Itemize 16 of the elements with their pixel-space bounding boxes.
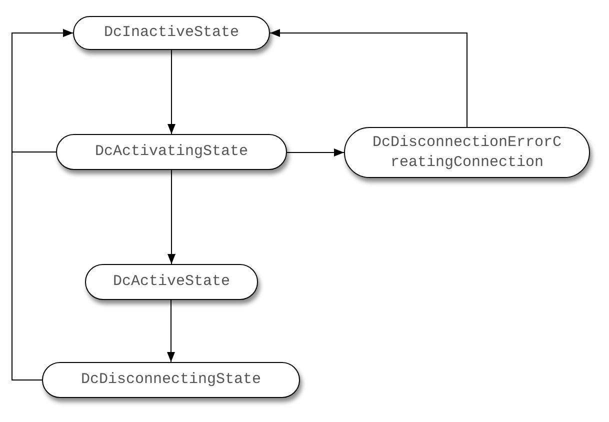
arrow [12, 29, 74, 380]
state-name: DcDisconnectingState [80, 370, 262, 390]
arrow [168, 170, 176, 264]
state-pill [56, 134, 287, 170]
state-pill [344, 127, 590, 178]
arrow [286, 148, 344, 156]
state-name: DcInactiveState [104, 23, 240, 43]
arrow [270, 29, 468, 128]
state-name: DcActiveState [112, 272, 230, 292]
arrow [167, 300, 175, 362]
state-pill [42, 362, 300, 398]
state-name: DcDisconnectionErrorCreatingConnection [371, 132, 563, 172]
state-pill [85, 264, 258, 300]
state-name: DcActivatingState [94, 142, 248, 162]
state-pill [73, 16, 270, 50]
arrow [168, 50, 176, 134]
